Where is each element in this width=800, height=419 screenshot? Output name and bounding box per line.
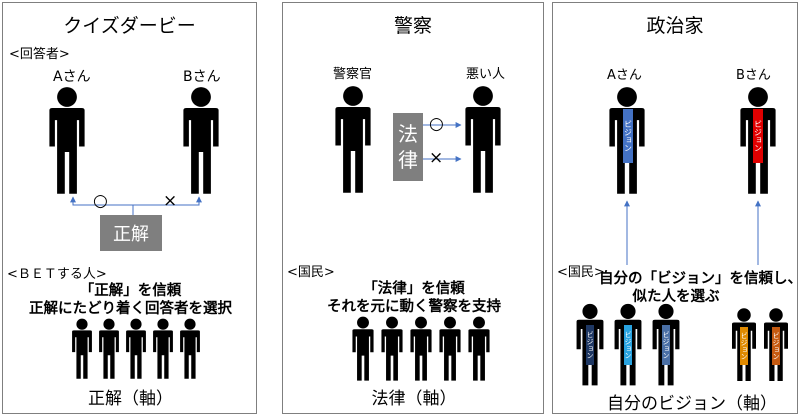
politician-desc-line2: 似た人を選ぶ <box>632 289 720 305</box>
citizens-label: <国民> <box>287 265 335 280</box>
voters-group <box>576 303 788 386</box>
wrong-mark: × <box>163 191 178 211</box>
answer-box: 正解 <box>100 215 162 251</box>
arrow-to-b <box>133 196 202 206</box>
politician-panel: 政治家 Aさん Bさん ビジョン ビジョン ビジョン ビジョン ビジョン ビジョ… <box>552 2 800 414</box>
officer-figure <box>335 86 371 193</box>
respondent-b-label: Bさん <box>183 69 221 85</box>
criminal-label: 悪い人 <box>466 67 506 82</box>
voter-vision-2: ビジョン <box>624 325 632 365</box>
voter-vision-1: ビジョン <box>586 325 594 365</box>
vision-strip-a: ビジョン <box>623 109 633 163</box>
criminal-figure <box>465 86 501 193</box>
police-diagram <box>335 86 501 381</box>
police-panel-title: 警察 <box>393 15 432 37</box>
police-panel: 警察 警察官 悪い人 法 律 ○ × <国民> 「法律」を信頼 それを元に動く警… <box>282 2 544 414</box>
politician-diagram <box>576 87 788 386</box>
quiz-panel-title: クイズダービー <box>63 15 196 37</box>
correct-mark: ○ <box>93 191 108 211</box>
bettors-label: <ＢＥＴする人> <box>7 267 107 282</box>
politician-axis-caption: 自分のビジョン（軸） <box>607 394 777 414</box>
bettors-group <box>72 318 200 379</box>
quiz-desc-line1: 「正解」を信頼 <box>79 283 182 299</box>
police-wrong-mark: × <box>429 148 444 168</box>
police-axis-caption: 法律（軸） <box>371 389 457 409</box>
officer-label: 警察官 <box>333 67 373 82</box>
politician-a-label: Aさん <box>607 68 642 83</box>
police-desc-line1: 「法律」を信頼 <box>363 281 465 297</box>
citizens-group <box>352 316 490 381</box>
voter-vision-4: ビジョン <box>740 327 748 365</box>
quiz-axis-caption: 正解（軸） <box>88 389 173 409</box>
quiz-derby-panel: クイズダービー <回答者> Aさん Bさん ○ × 正解 <ＢＥＴする人> 「正… <box>2 2 257 414</box>
police-desc-line2: それを元に動く警察を支持 <box>327 299 501 315</box>
law-box-char1: 法 <box>398 122 418 146</box>
quiz-diagram <box>49 87 219 379</box>
voter-vision-3: ビジョン <box>662 325 670 365</box>
respondent-a-label: Aさん <box>53 69 91 85</box>
politician-b-label: Bさん <box>736 68 771 83</box>
law-box: 法 律 <box>393 113 423 181</box>
police-correct-mark: ○ <box>429 114 444 134</box>
politician-panel-title: 政治家 <box>646 15 704 37</box>
arrow-to-a <box>70 196 134 215</box>
respondent-a-figure <box>49 87 85 194</box>
voter-vision-5: ビジョン <box>772 327 780 365</box>
respondents-label: <回答者> <box>9 47 70 62</box>
law-box-char2: 律 <box>398 148 418 172</box>
politician-desc-line1: 自分の「ビジョン」を信頼し、 <box>599 271 800 287</box>
vision-strip-b: ビジョン <box>753 109 763 163</box>
respondent-b-figure <box>183 87 219 194</box>
voters-label: <国民> <box>557 265 605 280</box>
quiz-desc-line2: 正解にたどり着く回答者を選択 <box>29 301 232 317</box>
